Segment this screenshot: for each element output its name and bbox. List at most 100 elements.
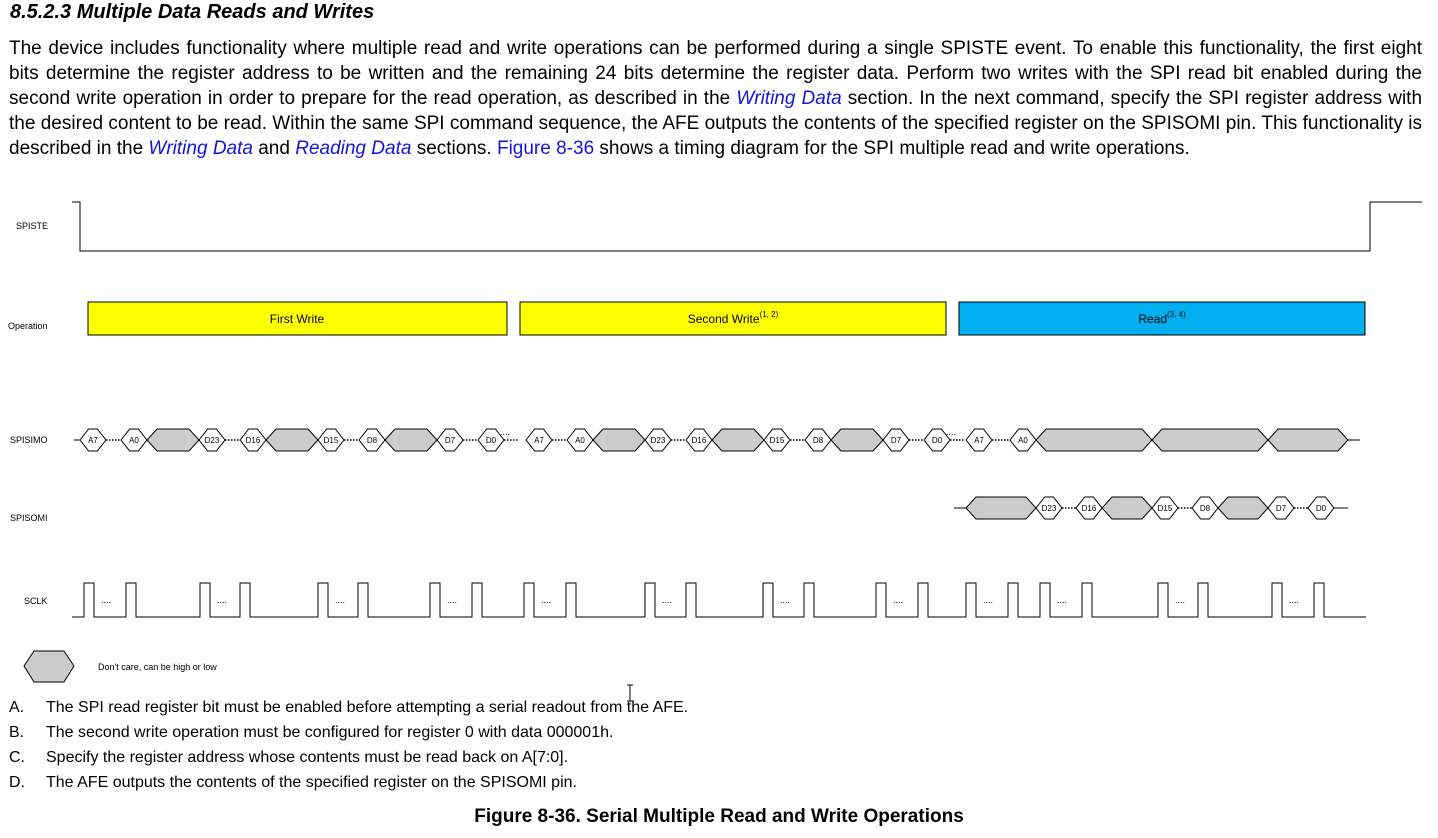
spiste-waveform	[72, 201, 1422, 252]
note-a-letter: A.	[9, 699, 25, 716]
note-a-text: The SPI read register bit must be enable…	[46, 699, 689, 716]
link-reading-data[interactable]: Reading Data	[295, 138, 412, 159]
bit-label-d0: D0	[932, 436, 943, 445]
bit-label-d7: D7	[445, 436, 456, 445]
paragraph-text-3: and	[252, 138, 296, 159]
operation-read: Read(3, 4)	[958, 301, 1366, 336]
operation-second-write: Second Write(1, 2)	[519, 301, 947, 336]
bit-label-a0: A0	[129, 436, 139, 445]
sclk-ellipsis: ....	[983, 595, 993, 605]
note-d-letter: D.	[9, 774, 25, 791]
link-figure-8-36[interactable]: Figure 8-36	[496, 138, 595, 159]
spisomi-dont-care	[965, 496, 1037, 520]
sclk-ellipsis: ....	[780, 595, 790, 605]
spisomi-dont-care	[1217, 496, 1269, 520]
bit-label-d16: D16	[1082, 504, 1097, 513]
bit-label-d7: D7	[1276, 504, 1287, 513]
sclk-ellipsis: ....	[1175, 595, 1185, 605]
note-a: A. The SPI read register bit must be enab…	[9, 695, 688, 720]
sclk-ellipsis: ....	[217, 595, 227, 605]
operation-first-write-label: First Write	[270, 312, 325, 326]
paragraph-text-2: section. In the next command, specify th…	[9, 88, 1423, 159]
dont-care-legend-swatch	[23, 650, 75, 683]
bit-label-a7: A7	[88, 436, 98, 445]
paragraph-text-1: The device includes functionality where …	[9, 38, 1422, 109]
bit-label-d0: D0	[1316, 504, 1327, 513]
operation-row: First Write Second Write(1, 2) Read(3, 4…	[87, 301, 1366, 336]
text-cursor-icon	[627, 684, 633, 702]
figure-caption: Figure 8-36. Serial Multiple Read and Wr…	[474, 806, 964, 827]
spisimo-gap-ellipsis: ....	[946, 427, 956, 437]
operation-second-write-label: Second Write	[688, 312, 760, 326]
operation-read-footnote: (3, 4)	[1167, 310, 1186, 319]
bit-label-a0: A0	[1018, 436, 1028, 445]
svg-text:Read(3, 4): Read(3, 4)	[1138, 310, 1186, 326]
bit-label-d8: D8	[813, 436, 824, 445]
sclk-ellipsis: ....	[893, 595, 903, 605]
bit-label-d15: D15	[1158, 504, 1173, 513]
sclk-ellipsis: ....	[662, 595, 672, 605]
bit-label-d15: D15	[324, 436, 339, 445]
sclk-ellipsis: ....	[541, 595, 551, 605]
paragraph-text-4: sections.	[411, 138, 497, 159]
dont-care-legend-text: Don't care, can be high or low	[98, 662, 217, 672]
bit-label-a0: A0	[575, 436, 585, 445]
bit-label-d16: D16	[692, 436, 707, 445]
operation-second-write-footnote: (1, 2)	[760, 310, 779, 319]
note-c-text: Specify the register address whose conte…	[46, 749, 569, 766]
note-c-letter: C.	[9, 749, 25, 766]
note-b-text: The second write operation must be confi…	[46, 724, 614, 741]
operation-label: Operation	[8, 321, 48, 331]
spisimo-dont-care	[592, 428, 646, 452]
operation-first-write-box	[87, 301, 508, 336]
bit-label-a7: A7	[974, 436, 984, 445]
spisomi-label: SPISOMI	[10, 513, 48, 523]
sclk-ellipsis: ....	[1289, 595, 1299, 605]
figure-notes: A. The SPI read register bit must be enab…	[9, 695, 688, 795]
operation-second-write-box	[519, 301, 947, 336]
note-d: D. The AFE outputs the contents of the sp…	[9, 770, 688, 795]
spisomi-dont-care	[1101, 496, 1153, 520]
operation-first-write: First Write	[87, 301, 508, 336]
spisimo-dont-care	[830, 428, 884, 452]
bit-label-a7: A7	[534, 436, 544, 445]
timing-diagram: SPISTE Operation SPISIMO SPISOMI SCLK Fi…	[8, 201, 1422, 683]
bit-label-d15: D15	[770, 436, 785, 445]
bit-label-d8: D8	[1200, 504, 1211, 513]
sclk-ellipsis: ....	[1057, 595, 1067, 605]
spisomi-waveform: D23 D16 D15 D8 D7 D0	[954, 496, 1348, 520]
sclk-ellipsis: ....	[335, 595, 345, 605]
bit-label-d7: D7	[891, 436, 902, 445]
spisimo-dont-care	[384, 428, 438, 452]
spiste-label: SPISTE	[16, 221, 48, 231]
spisimo-gap-ellipsis: ....	[500, 427, 510, 437]
sclk-label: SCLK	[24, 596, 48, 606]
legend: Don't care, can be high or low	[23, 650, 217, 683]
spisimo-label: SPISIMO	[10, 435, 48, 445]
operation-read-label: Read	[1138, 312, 1167, 326]
link-writing-data-2[interactable]: Writing Data	[148, 138, 253, 159]
operation-read-box	[958, 301, 1366, 336]
note-b: B.The second write operation must be con…	[9, 720, 688, 745]
spisimo-dont-care	[1035, 428, 1153, 452]
sclk-ellipsis: ....	[447, 595, 457, 605]
link-writing-data-1[interactable]: Writing Data	[736, 88, 842, 109]
bit-label-d0: D0	[486, 436, 497, 445]
paragraph-text-5: shows a timing diagram for the SPI multi…	[594, 138, 1190, 159]
section-heading: 8.5.2.3 Multiple Data Reads and Writes	[10, 1, 375, 23]
spisimo-dont-care	[265, 428, 319, 452]
note-c: C. Specify the register address whose con…	[9, 745, 688, 770]
sclk-pulse-train	[72, 582, 1366, 618]
body-paragraph: The device includes functionality where …	[9, 36, 1422, 161]
bit-label-d23: D23	[651, 436, 666, 445]
spisimo-dont-care	[1151, 428, 1269, 452]
signal-labels: SPISTE Operation SPISIMO SPISOMI SCLK	[8, 221, 48, 606]
note-d-text: The AFE outputs the contents of the spec…	[46, 774, 577, 791]
svg-text:Second Write(1, 2): Second Write(1, 2)	[688, 310, 779, 326]
bit-label-d23: D23	[205, 436, 220, 445]
sclk-ellipsis: ....	[101, 595, 111, 605]
spisimo-dont-care	[711, 428, 765, 452]
bit-label-d23: D23	[1042, 504, 1057, 513]
spisimo-dont-care	[146, 428, 200, 452]
